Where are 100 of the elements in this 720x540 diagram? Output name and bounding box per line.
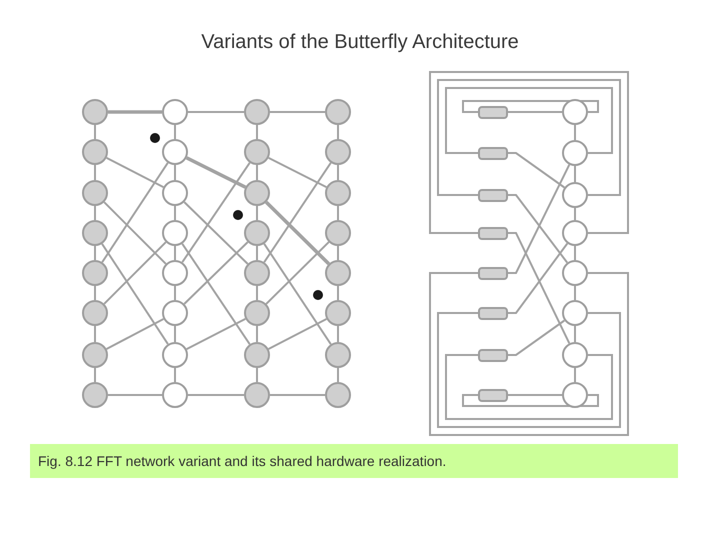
- connector-line: [108, 110, 162, 114]
- connector-line: [508, 152, 565, 188]
- connector-line: [256, 286, 258, 300]
- connector-line: [174, 165, 176, 180]
- connector-line: [256, 165, 258, 180]
- node-circle: [244, 180, 270, 206]
- connector-line: [186, 318, 246, 350]
- connector-line: [574, 246, 576, 260]
- connector-line: [337, 246, 339, 260]
- connector-line: [264, 200, 330, 266]
- figure-caption: Fig. 8.12 FFT network variant and its shared hardware realization.: [30, 444, 678, 478]
- node-circle: [244, 99, 270, 125]
- connector-line: [184, 201, 248, 265]
- connector-line: [337, 206, 339, 220]
- connector-line: [94, 286, 96, 300]
- node-circle: [562, 342, 588, 368]
- node-circle: [325, 220, 351, 246]
- node-circle: [162, 139, 188, 165]
- node-circle: [82, 139, 108, 165]
- connector-line: [574, 326, 576, 342]
- connector-line: [574, 125, 576, 140]
- node-circle: [562, 182, 588, 208]
- node-circle: [244, 300, 270, 326]
- node-circle: [325, 382, 351, 408]
- connector-line: [508, 164, 570, 274]
- node-circle: [82, 342, 108, 368]
- node-circle: [244, 220, 270, 246]
- node-circle: [162, 180, 188, 206]
- node-circle: [325, 260, 351, 286]
- node-circle: [162, 300, 188, 326]
- connector-line: [94, 165, 96, 180]
- connector-line: [188, 394, 244, 396]
- connector-line: [256, 326, 258, 342]
- connector-line: [101, 243, 169, 345]
- node-circle: [162, 260, 188, 286]
- connector-line: [174, 326, 176, 342]
- connector-line: [508, 242, 568, 314]
- connector-line: [508, 394, 562, 396]
- connector-line: [106, 318, 164, 350]
- feedback-wire: [445, 87, 613, 154]
- node-circle: [562, 99, 588, 125]
- connector-line: [508, 232, 570, 344]
- connector-line: [508, 111, 562, 113]
- connector-line: [337, 165, 339, 180]
- node-circle: [325, 99, 351, 125]
- feedback-wire: [462, 394, 599, 407]
- connector-line: [574, 286, 576, 300]
- connector-line: [574, 208, 576, 220]
- connector-line: [337, 125, 339, 139]
- connector-line: [106, 157, 164, 188]
- node-circle: [562, 220, 588, 246]
- node-circle: [562, 382, 588, 408]
- node-circle: [82, 220, 108, 246]
- node-circle: [562, 300, 588, 326]
- connector-line: [337, 368, 339, 382]
- connector-line: [574, 166, 576, 182]
- feedback-wire: [445, 354, 613, 420]
- connector-line: [270, 111, 325, 113]
- connector-line: [256, 246, 258, 260]
- connector-line: [181, 162, 251, 263]
- connector-line: [94, 125, 96, 139]
- node-circle: [562, 260, 588, 286]
- connector-line: [94, 326, 96, 342]
- feedback-wire: [437, 312, 621, 428]
- connector-line: [266, 241, 330, 305]
- connector-line: [174, 368, 176, 382]
- connector-line: [174, 286, 176, 300]
- connector-line: [256, 368, 258, 382]
- node-circle: [325, 342, 351, 368]
- node-circle: [162, 382, 188, 408]
- connector-line: [337, 326, 339, 342]
- connector-line: [188, 111, 244, 113]
- node-circle: [244, 382, 270, 408]
- connector-line: [268, 157, 327, 188]
- connector-line: [270, 394, 325, 396]
- connector-line: [186, 156, 246, 189]
- connector-line: [101, 162, 169, 263]
- connector-line: [174, 125, 176, 139]
- node-circle: [562, 140, 588, 166]
- feedback-wire: [437, 79, 621, 196]
- connector-line: [574, 368, 576, 382]
- node-circle: [162, 220, 188, 246]
- connector-line: [94, 246, 96, 260]
- connector-line: [181, 243, 251, 345]
- connector-line: [337, 286, 339, 300]
- connector-line: [256, 206, 258, 220]
- connector-line: [104, 202, 166, 264]
- connector-line: [108, 394, 162, 396]
- node-circle: [325, 300, 351, 326]
- node-circle: [244, 139, 270, 165]
- connector-line: [256, 125, 258, 139]
- feedback-wire: [462, 100, 599, 113]
- connector-line: [263, 162, 332, 263]
- connector-line: [94, 368, 96, 382]
- connector-line: [184, 241, 248, 305]
- connector-line: [94, 206, 96, 220]
- connector-line: [508, 320, 565, 356]
- node-circle: [82, 180, 108, 206]
- connector-line: [268, 318, 327, 350]
- node-circle: [325, 139, 351, 165]
